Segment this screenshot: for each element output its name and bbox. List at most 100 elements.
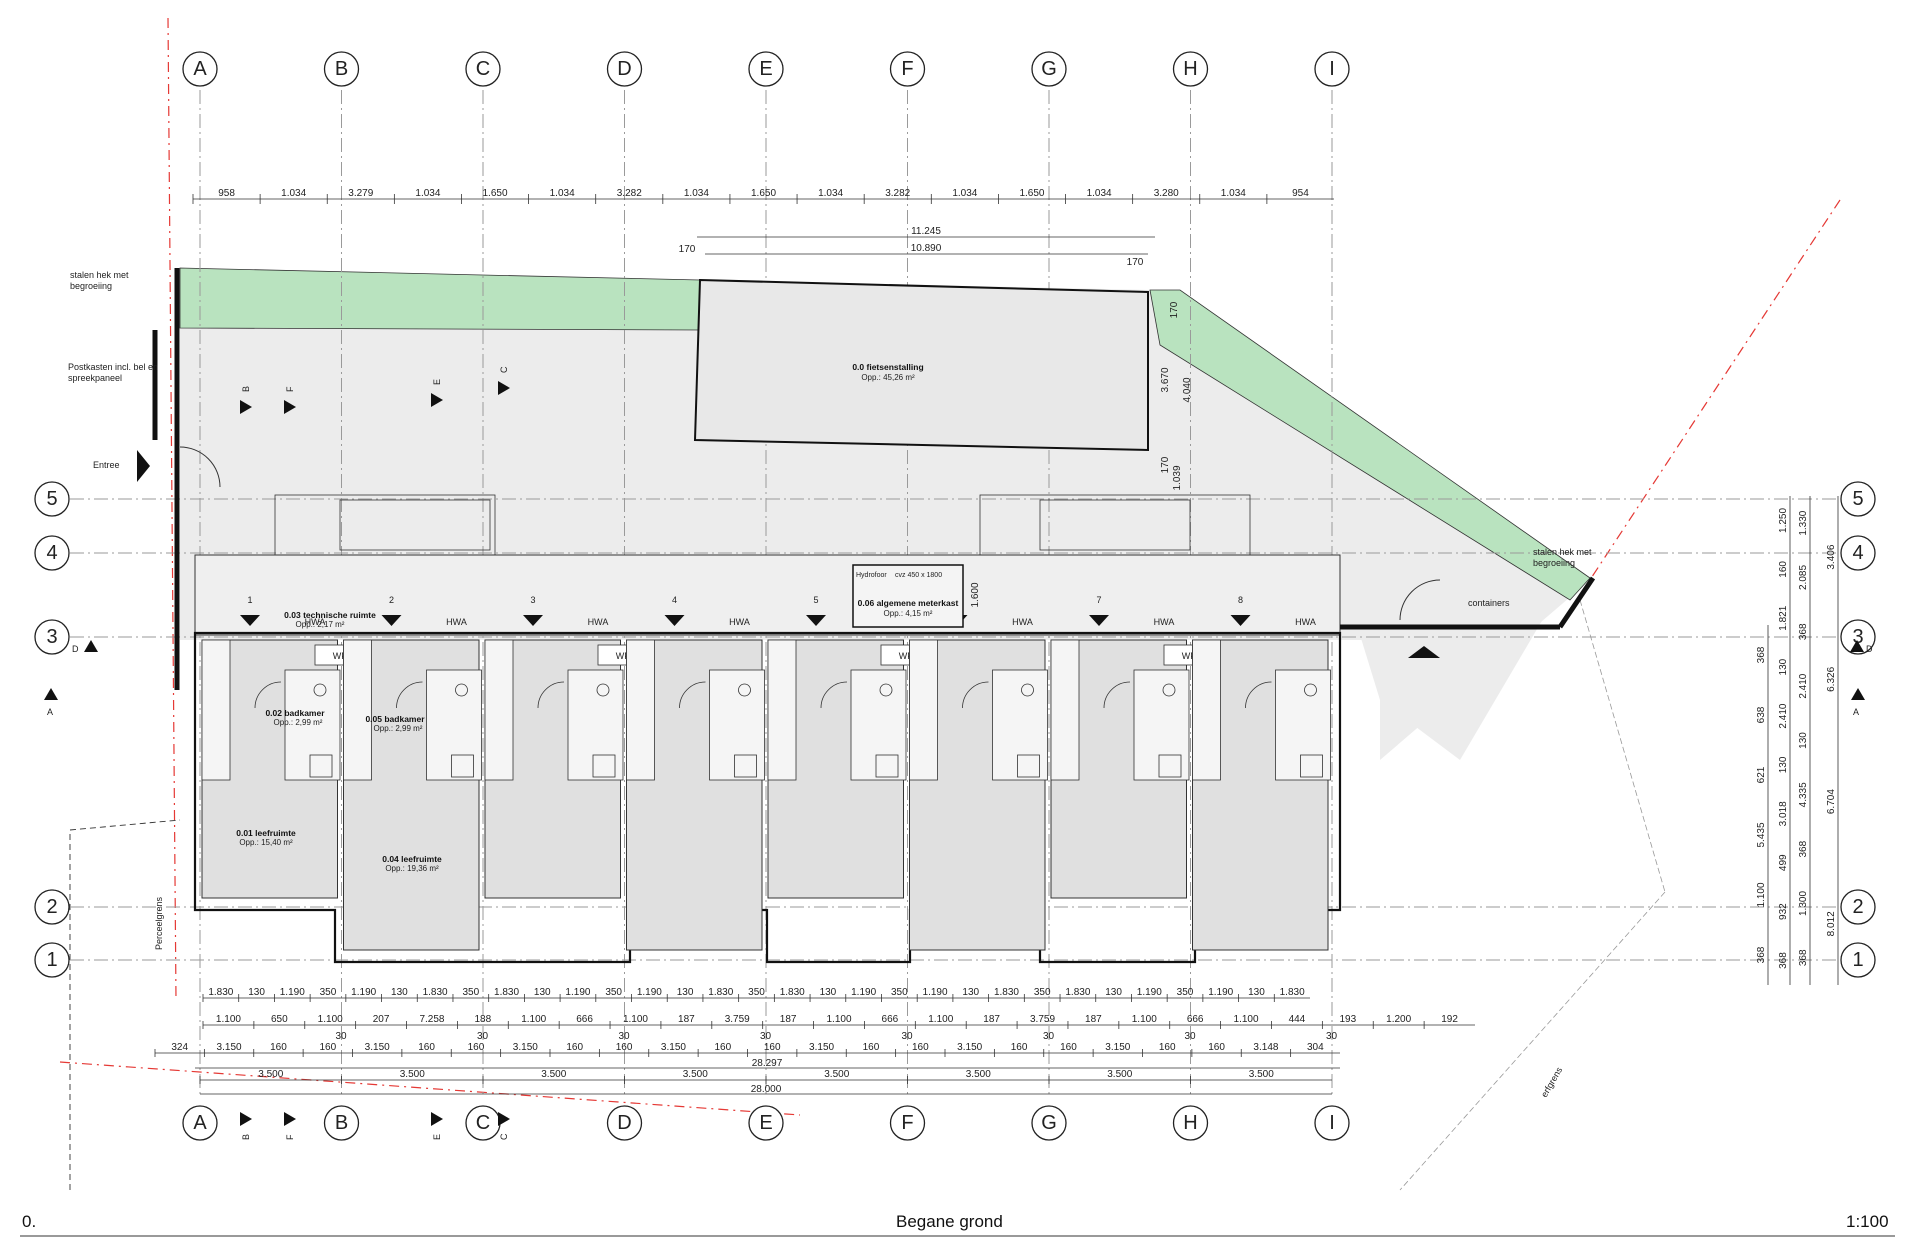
top-dimension: 1.034 <box>1221 188 1246 199</box>
bottom-dim-row1: 1.190 <box>923 987 948 998</box>
right-dim-c: 3.406 <box>1826 544 1837 569</box>
right-dim-d: 368 <box>1756 646 1767 663</box>
top-dimension: 1.034 <box>281 188 306 199</box>
bottom-dim-row3: 3.148 <box>1253 1042 1278 1053</box>
grid-bubble-row-2-right <box>1840 889 1876 925</box>
label-erfgrens: erfgrens <box>1539 1065 1564 1099</box>
top-dimension: 1.034 <box>952 188 977 199</box>
hwa-label: HWA <box>305 617 326 627</box>
unit-1-kitchen <box>201 639 231 781</box>
unit-2-kitchen <box>343 639 372 781</box>
grid-label-D: D <box>617 58 631 80</box>
unit-8-shower <box>1300 754 1323 778</box>
bottom-dim-30: 30 <box>1043 1031 1055 1042</box>
bottom-dim-row2: 1.200 <box>1386 1014 1411 1025</box>
grid-bubble-B-top <box>323 51 360 87</box>
svg-text:A: A <box>1853 707 1859 717</box>
perceelgrens-left <box>167 17 177 1001</box>
grid-bubble-row-3-right <box>1840 619 1876 655</box>
top-dimension: 1.034 <box>415 188 440 199</box>
unit-4-door[interactable] <box>679 681 706 709</box>
bottom-dim-row3: 160 <box>1060 1042 1077 1053</box>
grid-label-H: H <box>1183 1112 1197 1134</box>
bottom-dim-row3: 160 <box>270 1042 287 1053</box>
bottom-dim-30: 30 <box>760 1031 772 1042</box>
bottom-dim-row5: 3.500 <box>966 1069 991 1080</box>
unit-4-entry-arrow <box>664 615 685 626</box>
bottom-dim-row3: 3.150 <box>217 1042 242 1053</box>
unit-2-door[interactable] <box>396 681 423 709</box>
containers-gate[interactable] <box>1399 579 1441 621</box>
svg-text:E: E <box>432 379 442 385</box>
bottom-dim-row2: 666 <box>882 1014 899 1025</box>
bottom-dim-row2: 187 <box>983 1014 1000 1025</box>
unit-1-shower <box>309 754 333 778</box>
right-dim-a: 499 <box>1778 854 1789 871</box>
unit-8-bathroom <box>1275 669 1331 781</box>
unit-2-shower <box>451 754 474 778</box>
hedge-right <box>1149 289 1591 601</box>
bottom-dim-row1: 130 <box>248 987 265 998</box>
bottom-dim-row2: 1.100 <box>1132 1014 1157 1025</box>
hwa-label: HWA <box>1012 617 1033 627</box>
bottom-dim-row2: 650 <box>271 1014 288 1025</box>
bottom-dim-row3: 160 <box>1159 1042 1176 1053</box>
top-dimension: 1.034 <box>684 188 709 199</box>
grid-bubble-row-1-left <box>34 942 70 978</box>
grid-label-row-1: 1 <box>1852 949 1863 971</box>
unit-6-door[interactable] <box>962 681 989 709</box>
room-bike-name: 0.0 fietsenstalling <box>852 362 923 372</box>
unit-5-door[interactable] <box>820 681 848 709</box>
grid-label-row-3: 3 <box>1852 626 1863 648</box>
grid-label-B: B <box>335 1112 348 1134</box>
bottom-dim-row1: 350 <box>462 987 479 998</box>
bottom-dim-row1: 130 <box>391 987 408 998</box>
unit-1-door[interactable] <box>254 681 282 709</box>
svg-text:C: C <box>499 1133 509 1140</box>
unit-3-door[interactable] <box>537 681 565 709</box>
right-dim-d: 368 <box>1756 946 1767 963</box>
bottom-dim-row2: 444 <box>1289 1014 1306 1025</box>
unit-7-door[interactable] <box>1103 681 1131 709</box>
wp-label: WP <box>616 651 631 661</box>
bottom-dim-row1: 130 <box>962 987 979 998</box>
bottom-dim-row1: 1.190 <box>1137 987 1162 998</box>
wp-label: WP <box>333 651 348 661</box>
entrance-arrow <box>137 450 150 482</box>
bottom-dim-row3: 160 <box>863 1042 880 1053</box>
svg-text:D: D <box>72 644 79 654</box>
grid-bubble-B-bottom <box>323 1105 360 1141</box>
top-dimension: 1.034 <box>1087 188 1112 199</box>
bottom-dim-row2: 1.100 <box>826 1014 851 1025</box>
entrance-door[interactable] <box>179 446 221 488</box>
unit-2-toilet <box>455 683 468 697</box>
grid-label-F: F <box>901 1112 913 1134</box>
bottom-dim-row2: 1.100 <box>318 1014 343 1025</box>
bottom-dim-row1: 1.190 <box>351 987 376 998</box>
bottom-dim-row2: 188 <box>474 1014 491 1025</box>
hwa-label: HWA <box>1154 617 1175 627</box>
bottom-dim-row1: 130 <box>1248 987 1265 998</box>
bottom-dim-row3: 3.150 <box>809 1042 834 1053</box>
bottom-dim-row2: 3.759 <box>725 1014 750 1025</box>
grid-bubble-A-top <box>182 51 218 87</box>
grid-label-D: D <box>617 1112 631 1134</box>
bottom-dim-row2: 1.100 <box>623 1014 648 1025</box>
bottom-dim-row2: 1.100 <box>928 1014 953 1025</box>
bottom-dim-row3: 160 <box>1011 1042 1028 1053</box>
room-meter-area: Opp.: 4,15 m² <box>884 609 933 618</box>
bike-dim-left: 170 <box>679 244 696 255</box>
top-dimension: 3.279 <box>348 188 373 199</box>
svg-text:B: B <box>241 386 251 392</box>
grid-bubble-D-top <box>606 51 643 87</box>
unit-8-door[interactable] <box>1245 681 1272 709</box>
unit-4-toilet <box>738 683 751 697</box>
grid-label-row-3: 3 <box>46 626 57 648</box>
unit-7-shower <box>1158 754 1182 778</box>
unit-4-shower <box>734 754 757 778</box>
bottom-dim-row2: 1.100 <box>1234 1014 1259 1025</box>
unit-number: 5 <box>813 595 818 605</box>
